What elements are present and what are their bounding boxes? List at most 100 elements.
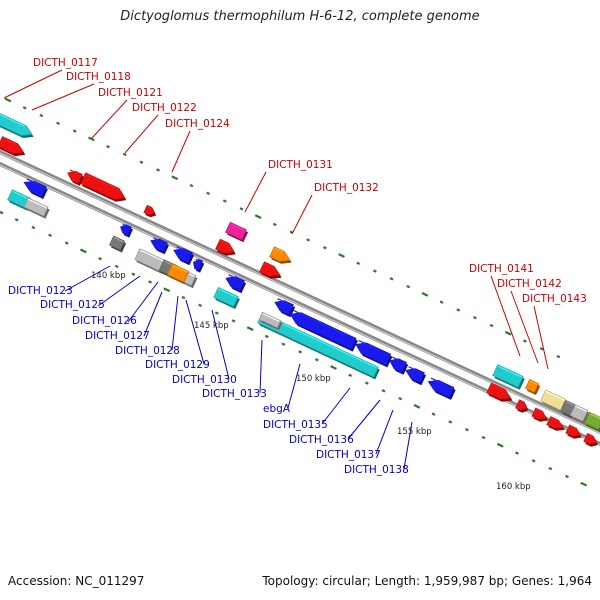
tick-inner xyxy=(264,334,269,339)
gene-red-0121 xyxy=(67,169,85,186)
gene-label: DICTH_0123 xyxy=(8,285,73,297)
tick-inner xyxy=(163,287,171,293)
tick-outer xyxy=(254,214,262,219)
leader-line xyxy=(97,275,141,307)
gene-magenta-0131 xyxy=(225,221,249,243)
gene-red-0124 xyxy=(143,204,157,218)
tick-inner xyxy=(0,210,4,215)
tick-outer xyxy=(489,323,494,328)
tick-inner xyxy=(31,225,36,230)
scale-label: 150 kbp xyxy=(296,374,331,384)
gene-blue-0136 xyxy=(389,356,409,375)
gene-blue-0127 xyxy=(173,246,195,266)
tick-inner xyxy=(131,272,136,276)
gene-darkgray-0125 xyxy=(109,235,127,253)
tick-outer xyxy=(171,175,179,181)
gene-gray-0128 xyxy=(134,248,167,274)
tick-outer xyxy=(556,354,561,359)
gene-red-0141c xyxy=(515,399,529,413)
gene-blue-0127b xyxy=(193,258,205,273)
tick-outer xyxy=(222,199,227,203)
gene-red-0132b xyxy=(259,261,282,279)
tick-inner xyxy=(98,256,102,261)
gene-label: DICTH_0135 xyxy=(263,419,328,431)
tick-inner xyxy=(531,459,536,463)
gene-label: DICTH_0127 xyxy=(85,330,150,342)
accession-text: Accession: NC_011297 xyxy=(8,574,145,588)
gene-orange-0132 xyxy=(269,246,292,264)
tick-inner xyxy=(364,381,369,385)
scale-label: 155 kbp xyxy=(397,427,432,437)
gene-label: DICTH_0142 xyxy=(497,278,562,290)
tick-outer xyxy=(456,308,461,312)
tick-outer xyxy=(88,136,95,142)
gene-blue-0135 xyxy=(355,339,393,368)
tick-outer xyxy=(372,269,377,273)
leader-line xyxy=(403,421,413,470)
leader-line xyxy=(171,295,179,351)
gene-label: DICTH_0121 xyxy=(98,87,163,99)
gene-blue-0137 xyxy=(427,377,456,400)
tick-inner xyxy=(548,466,553,471)
tick-outer xyxy=(306,238,311,242)
leader-line xyxy=(375,409,394,455)
gene-gray-0143c xyxy=(569,404,590,424)
gene-label: DICTH_0133 xyxy=(202,388,267,400)
tick-outer xyxy=(322,246,327,250)
leader-line xyxy=(171,130,191,173)
tick-inner xyxy=(80,248,87,254)
gene-label: DICTH_0125 xyxy=(40,299,105,311)
tick-outer xyxy=(4,97,12,103)
tick-inner xyxy=(381,389,386,393)
gene-red-0144b xyxy=(583,432,598,447)
tick-outer xyxy=(504,330,512,336)
gene-label: DICTH_0132 xyxy=(314,182,379,194)
gene-label: DICTH_0124 xyxy=(165,118,230,130)
tick-inner xyxy=(298,350,303,354)
leader-line xyxy=(533,305,549,370)
tick-inner xyxy=(281,342,286,346)
gene-blue-0125 xyxy=(120,223,133,238)
tick-inner xyxy=(580,481,588,487)
tick-outer xyxy=(389,277,394,281)
tick-outer xyxy=(439,300,444,304)
gene-features xyxy=(0,113,600,447)
tick-inner xyxy=(348,373,353,377)
gene-blue-0136b xyxy=(405,366,427,386)
gene-cyan-0130b xyxy=(213,287,240,309)
gene-label: DICTH_0117 xyxy=(33,57,98,69)
leader-line xyxy=(64,265,111,292)
scale-label: 160 kbp xyxy=(496,482,531,492)
tick-inner xyxy=(448,420,453,424)
tick-outer xyxy=(421,292,429,297)
leader-line xyxy=(244,171,267,213)
gene-khaki-0143 xyxy=(540,389,568,413)
gene-gray-0129b xyxy=(183,271,198,289)
leader-line xyxy=(3,69,63,99)
gene-label: DICTH_0118 xyxy=(66,71,131,83)
leader-line xyxy=(185,299,205,365)
tick-outer xyxy=(338,253,345,258)
tick-inner xyxy=(413,404,421,409)
gene-label: DICTH_0136 xyxy=(289,434,354,446)
tick-outer xyxy=(39,113,44,118)
tick-outer xyxy=(156,168,160,172)
tick-inner xyxy=(398,396,403,401)
tick-inner xyxy=(231,319,236,323)
gene-label: DICTH_0128 xyxy=(115,345,180,357)
tick-inner xyxy=(181,295,186,300)
gene-cyan-0117 xyxy=(0,113,34,139)
tick-marks xyxy=(0,97,588,487)
gene-red-0122 xyxy=(80,172,127,202)
gene-blue-0133 xyxy=(274,298,296,318)
tick-inner xyxy=(481,435,486,440)
leader-line xyxy=(143,291,163,337)
leader-line xyxy=(490,275,521,357)
leader-line xyxy=(124,114,159,154)
tick-outer xyxy=(122,152,127,157)
tick-outer xyxy=(206,191,211,195)
tick-inner xyxy=(314,358,319,362)
gene-label: DICTH_0143 xyxy=(522,293,587,305)
tick-outer xyxy=(473,316,477,320)
gene-gray-0123c xyxy=(23,197,50,219)
